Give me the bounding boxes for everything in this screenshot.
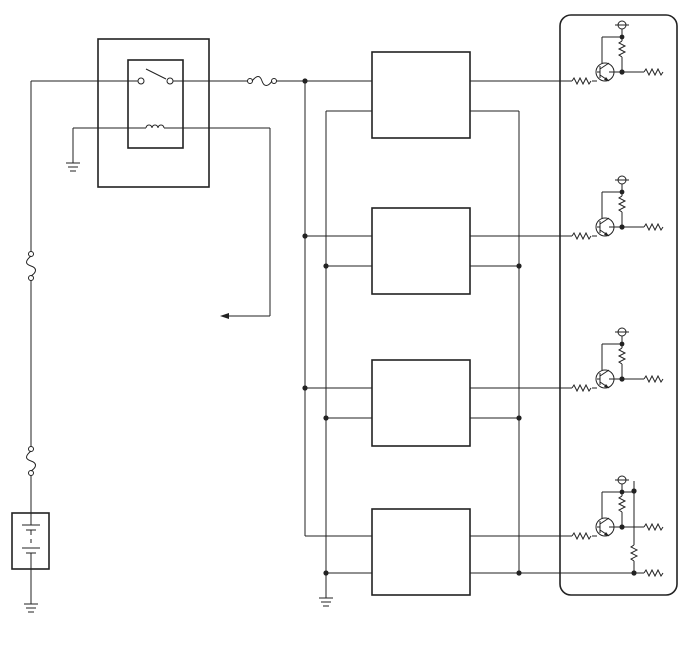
pullup-resistor-icon [617,495,627,513]
supply-terminal-icon [615,475,629,485]
relay-coil-icon [73,124,270,129]
transistor-stage-3 [571,327,664,393]
module-output-wires [470,80,572,537]
supply-terminal-icon [615,327,629,337]
base-resistor-icon [571,531,592,541]
relay-housing [97,38,210,188]
control-module-2 [371,207,471,295]
transistor-stage-4 [571,475,664,541]
pullup-resistor-icon [617,347,627,365]
base-resistor-icon [571,383,592,393]
output-resistor-icon [643,222,664,232]
ground-icon [66,128,80,172]
battery-feed-wire [30,80,141,513]
control-module-4 [371,508,471,596]
fuse-icon [26,446,36,476]
output-resistor-icon [643,67,664,77]
output-resistor-icon [643,522,664,532]
transistor-icon [595,217,615,237]
control-module-1 [371,51,471,139]
ground-icon [24,603,38,613]
transistor-stage-1 [571,20,664,86]
output-resistor-icon [643,374,664,384]
control-module-3 [371,359,471,447]
output-stage-housing [559,14,678,596]
power-bus [302,78,372,537]
battery-icon [11,512,50,604]
transistor-icon [595,517,615,537]
pullup-resistor-icon [617,40,627,58]
fuse-icon [247,76,372,86]
base-resistor-icon [571,231,592,241]
ground-icon [319,597,333,607]
transistor-stages [571,20,664,541]
base-resistor-icon [571,76,592,86]
supply-terminal-icon [615,175,629,185]
fuse-icon [26,251,36,281]
ground-bus [323,110,372,598]
supply-terminal-icon [615,20,629,30]
transistor-stage-2 [571,175,664,241]
control-signal-wire [220,128,271,319]
relay-switch-icon [137,68,248,85]
arrow-left-icon [220,313,229,319]
pulldown-resistor-icon [629,488,664,578]
pullup-resistor-icon [617,195,627,213]
link-bus [470,110,634,576]
